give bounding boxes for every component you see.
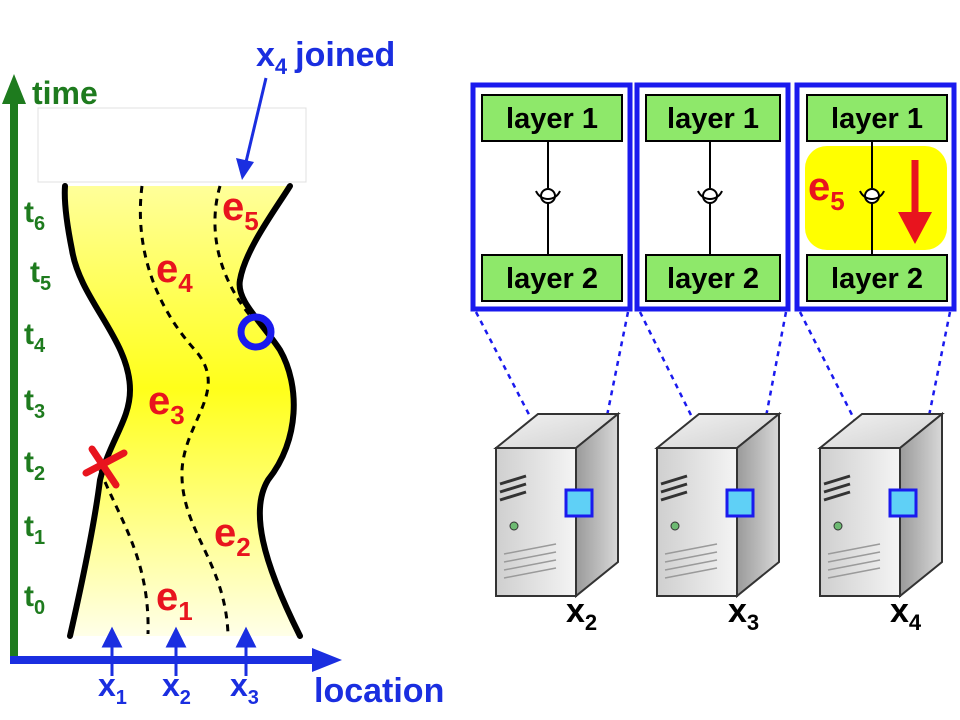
layer-box [481, 94, 623, 142]
layer-label: layer 1 [831, 103, 923, 135]
layer-box [645, 94, 781, 142]
time-ticks: t6 t5 t4 t3 t2 t1 t0 [24, 196, 51, 619]
connector-icon [702, 188, 718, 204]
layer-label: layer 2 [831, 263, 923, 295]
layer-chip-icon [725, 488, 755, 518]
location-labels: x1 x2 x3 [98, 667, 259, 709]
epoch-label: e4 [156, 247, 193, 298]
band-right-edge [236, 183, 303, 639]
time-tick: t6 [24, 196, 45, 235]
epoch-label: e5 [222, 185, 259, 236]
location-axis-label: location [314, 672, 444, 710]
node-panel: layer 1 layer 2 e5 [794, 82, 957, 312]
trajectory-x3 [213, 185, 254, 319]
time-axis-arrow-icon [2, 74, 26, 104]
time-axis-label: time [32, 75, 98, 111]
time-tick: t0 [24, 580, 45, 619]
time-tick: t4 [24, 318, 46, 357]
annotation-arrow-icon [236, 158, 254, 180]
node-frame [794, 82, 957, 312]
server-label: x4 [890, 592, 922, 635]
layer-label: layer 1 [667, 103, 759, 135]
server-icon [654, 411, 782, 599]
annotation-arrow [244, 77, 268, 163]
node-frame [634, 82, 791, 312]
layer-box [806, 254, 948, 302]
server-label: x2 [566, 592, 597, 635]
server-icon [493, 411, 621, 599]
band-left-edge [61, 183, 134, 639]
time-tick: t5 [30, 256, 51, 295]
location-label: x1 [98, 667, 127, 709]
layer-box [806, 94, 948, 142]
join-marker-icon [237, 313, 275, 351]
time-tick: t2 [24, 446, 45, 485]
location-markers [101, 626, 257, 676]
epoch-labels: e5 e4 e3 e2 e1 [148, 185, 259, 626]
epoch-label: e2 [214, 511, 251, 562]
connector-icon [864, 188, 880, 204]
node-panel: layer 1 layer 2 [470, 82, 633, 312]
layer-chip-icon [564, 488, 594, 518]
trajectory-x2 [138, 185, 230, 635]
location-label: x3 [230, 667, 259, 709]
node-panel: layer 1 layer 2 [634, 82, 791, 312]
server-labels: x2 x3 x4 [566, 592, 922, 635]
time-tick: t1 [24, 510, 45, 549]
layer-label: layer 2 [667, 263, 759, 295]
blank-box [37, 107, 307, 183]
layer-chip-icon [888, 488, 918, 518]
server-label: x3 [728, 592, 759, 635]
epoch-label: e3 [148, 379, 185, 430]
trajectory-x1 [98, 469, 150, 635]
layer-label: layer 1 [506, 103, 598, 135]
highlight-epoch-label: e5 [808, 165, 845, 216]
location-axis-arrow-icon [312, 648, 342, 672]
location-label: x2 [162, 667, 191, 709]
node-frame [470, 82, 633, 312]
epoch-label: e1 [156, 575, 193, 626]
layer-label: layer 2 [506, 263, 598, 295]
time-tick: t3 [24, 384, 45, 423]
server-icon [817, 411, 945, 599]
down-arrow-icon [898, 212, 932, 244]
connector-icon [540, 188, 556, 204]
leave-marker-icon [82, 445, 128, 489]
layer-box [645, 254, 781, 302]
layer-box [481, 254, 623, 302]
